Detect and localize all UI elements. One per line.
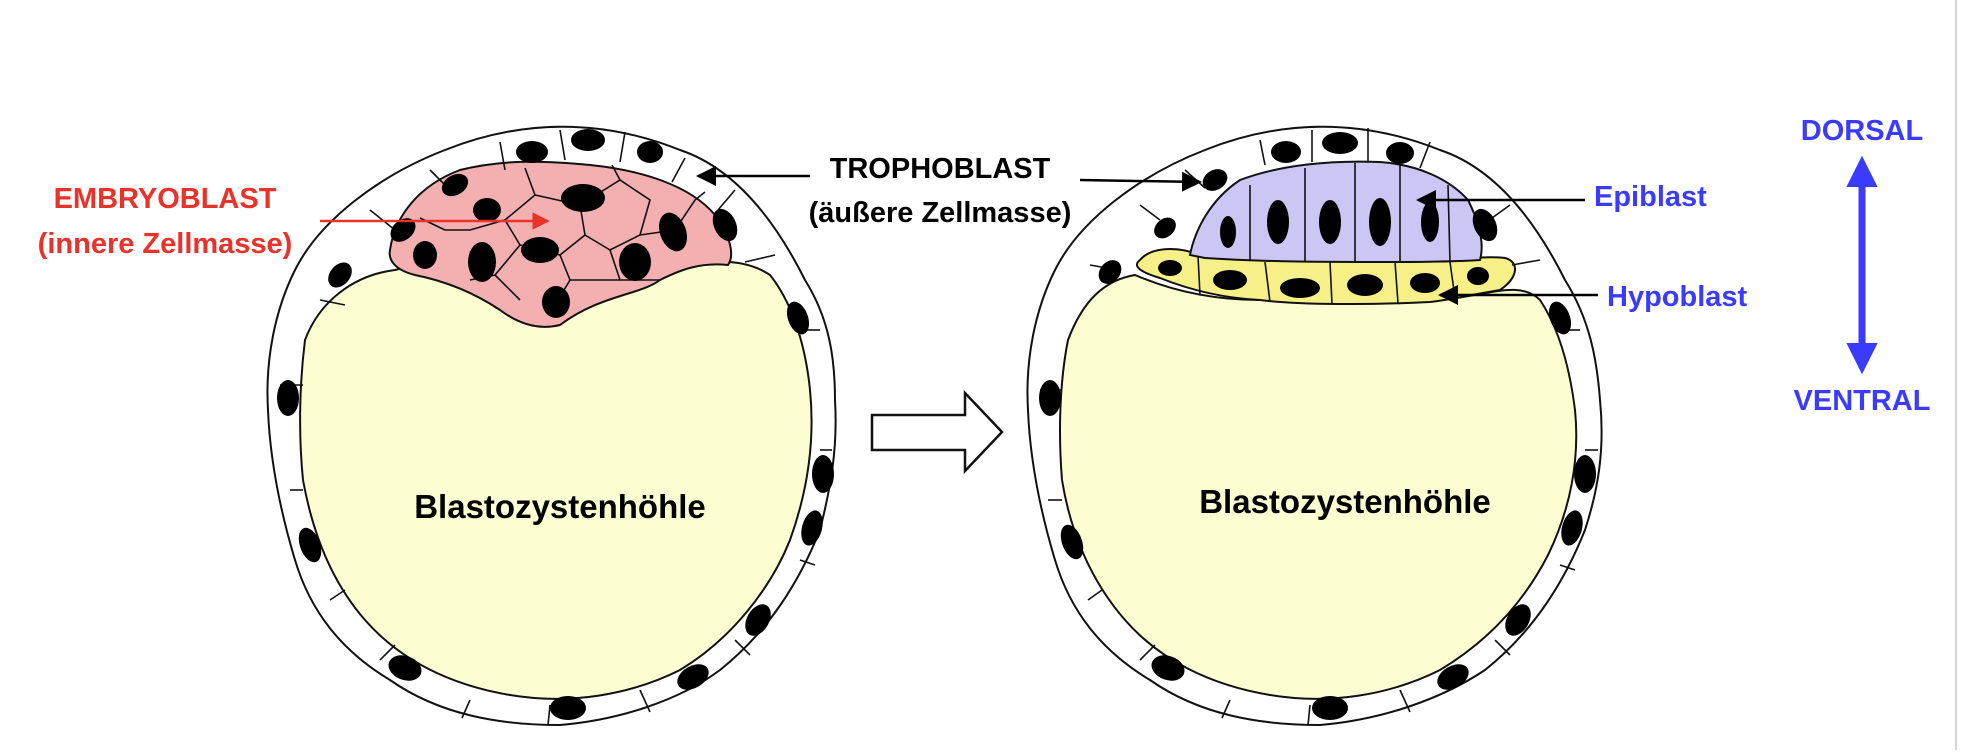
trophoblast-nuclei-right [1039,132,1596,720]
embryoblast-label-line2: (innere Zellmasse) [38,228,293,260]
cavity-label-right: Blastozystenhöhle [1199,483,1491,520]
hypoblast-nuclei [1158,260,1489,298]
slide-edge-divider [1955,0,1957,750]
dorsal-label: DORSAL [1801,115,1923,147]
trophoblast-arrow-right [1079,171,1202,192]
cavity-label-left: Blastozystenhöhle [414,488,706,525]
hypoblast-label: Hypoblast [1607,281,1748,313]
trophoblast-nuclei-left [277,129,834,720]
trophoblast-label-line1: TROPHOBLAST [830,153,1051,185]
blastocyst-left [266,125,837,727]
epiblast-nuclei [1220,198,1439,248]
epiblast-cell-borders [1249,163,1451,263]
embryoblast-nuclei [413,184,688,318]
embryoblast-mass [388,160,733,328]
transition-arrow [870,389,1004,475]
epiblast-label: Epiblast [1594,181,1707,213]
trophoblast-cell-borders-left [280,129,832,726]
ventral-label: VENTRAL [1794,385,1931,417]
blastocyst-right [1026,125,1603,727]
trophoblast-label-line2: (äußere Zellmasse) [809,197,1072,229]
embryoblast-label-line1: EMBRYOBLAST [54,183,277,215]
